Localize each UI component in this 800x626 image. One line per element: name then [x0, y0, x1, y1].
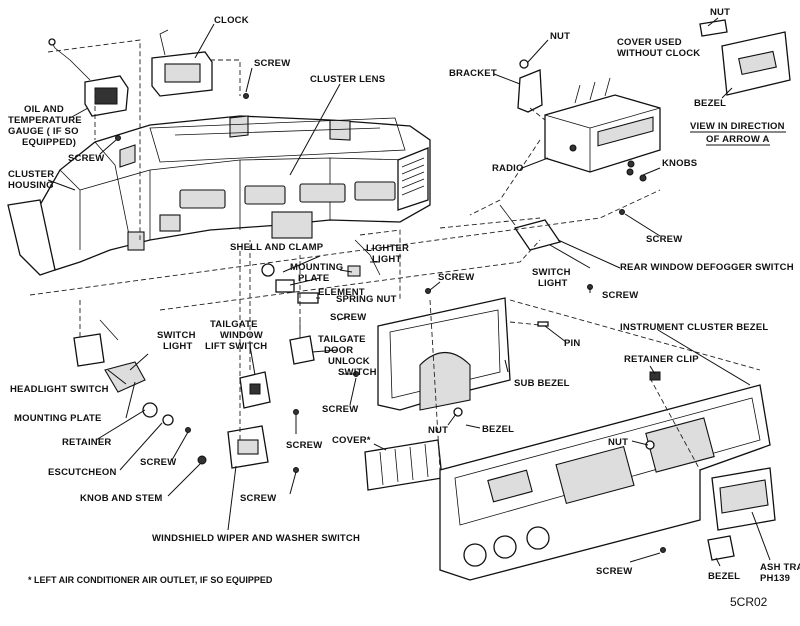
label-tailgate-window-1: TAILGATE — [210, 319, 258, 330]
label-tailgate-door-1: TAILGATE — [318, 334, 366, 345]
label-screw-housing: SCREW — [68, 153, 104, 164]
label-nut-subbezel: NUT — [428, 425, 448, 436]
label-screw-spring: SCREW — [330, 312, 366, 323]
label-cluster-housing-1: CLUSTER — [8, 169, 54, 180]
label-pin: PIN — [564, 338, 580, 349]
label-bezel-bottom: BEZEL — [708, 571, 740, 582]
radio-part — [544, 77, 661, 173]
label-oil-temp-1: OIL AND — [24, 104, 64, 115]
figure-code: 5CR02 — [730, 595, 768, 609]
label-cluster-lens: CLUSTER LENS — [310, 74, 385, 85]
label-screw-window: SCREW — [286, 440, 322, 451]
label-tailgate-window-2: WINDOW — [220, 330, 263, 341]
tailgate-window-lift-switch-part — [239, 371, 271, 409]
label-sub-bezel: SUB BEZEL — [514, 378, 570, 389]
label-bezel-top: BEZEL — [694, 98, 726, 109]
lighter-assembly-part — [261, 239, 381, 304]
cluster-lens-part — [149, 117, 406, 163]
label-screw-lighter: SCREW — [438, 272, 474, 283]
label-screw-clock: SCREW — [254, 58, 290, 69]
label-oil-temp-4: EQUIPPED) — [22, 137, 76, 148]
label-ash-tray-2: PH139 — [760, 573, 790, 584]
headlight-switch-part — [73, 319, 207, 465]
leader-lines — [47, 17, 771, 567]
label-cover-clock-1: COVER USED — [617, 37, 682, 48]
rear-window-defogger-switch-part — [499, 204, 562, 251]
label-rear-defogger: REAR WINDOW DEFOGGER SWITCH — [620, 262, 794, 273]
label-screw-tailgate-door: SCREW — [322, 404, 358, 415]
label-spring-nut: SPRING NUT — [336, 294, 397, 305]
label-lighter-light-2: LIGHT — [372, 254, 402, 265]
label-cluster-housing-2: HOUSING — [8, 180, 54, 191]
label-view-arrow-2: OF ARROW A — [706, 134, 770, 145]
label-knob-stem: KNOB AND STEM — [80, 493, 162, 504]
label-lighter-light-1: LIGHTER — [366, 243, 409, 254]
label-element: ELEMENT — [318, 287, 365, 298]
air-outlet-cover-part — [364, 439, 443, 491]
alignment-lines — [29, 39, 761, 471]
cluster-housing-part — [7, 115, 431, 276]
label-retainer-clip: RETAINER CLIP — [624, 354, 699, 365]
label-clock: CLOCK — [214, 15, 249, 26]
oil-temperature-gauge-part — [48, 38, 129, 117]
label-ash-tray-1: ASH TRAY — [760, 562, 800, 573]
label-nut-cluster: NUT — [608, 437, 628, 448]
ash-tray-part — [711, 467, 776, 531]
label-switch-light-left-2: LIGHT — [163, 341, 193, 352]
label-shell-clamp: SHELL AND CLAMP — [230, 242, 324, 253]
label-screw-escutcheon: SCREW — [140, 457, 176, 468]
label-screw-bottom: SCREW — [596, 566, 632, 577]
label-oil-temp-2: TEMPERATURE — [8, 115, 82, 126]
ash-tray-bezel-part — [707, 535, 735, 561]
label-cover-star: COVER* — [332, 435, 371, 446]
bracket-part — [517, 69, 543, 113]
label-mounting-plate-lighter-2: PLATE — [298, 273, 329, 284]
label-instrument-cluster-bezel: INSTRUMENT CLUSTER BEZEL — [620, 322, 768, 333]
label-screw-wiper: SCREW — [240, 493, 276, 504]
label-mounting-plate: MOUNTING PLATE — [14, 413, 102, 424]
label-switch-light-left-1: SWITCH — [157, 330, 196, 341]
label-cover-clock-2: WITHOUT CLOCK — [617, 48, 700, 59]
label-mounting-plate-lighter-1: MOUNTING — [290, 262, 343, 273]
label-nut-top: NUT — [710, 7, 730, 18]
label-windshield-wiper: WINDSHIELD WIPER AND WASHER SWITCH — [152, 533, 360, 544]
sub-bezel-part — [377, 297, 511, 411]
clock-cover-part — [699, 19, 728, 37]
label-view-arrow-1: VIEW IN DIRECTION — [690, 121, 785, 132]
label-oil-temp-3: GAUGE ( IF SO — [8, 126, 79, 137]
label-headlight-switch: HEADLIGHT SWITCH — [10, 384, 109, 395]
label-retainer: RETAINER — [62, 437, 111, 448]
label-nut-bracket: NUT — [550, 31, 570, 42]
label-tailgate-door-2: DOOR — [324, 345, 353, 356]
label-tailgate-door-3: UNLOCK — [328, 356, 370, 367]
label-bracket: BRACKET — [449, 68, 497, 79]
label-escutcheon: ESCUTCHEON — [48, 467, 117, 478]
radio-bezel-part — [721, 31, 791, 96]
label-knobs: KNOBS — [662, 158, 697, 169]
label-bezel-center: BEZEL — [482, 424, 514, 435]
label-switch-light-defog-2: LIGHT — [538, 278, 568, 289]
tailgate-door-unlock-switch-part — [289, 320, 315, 365]
label-switch-light-defog-1: SWITCH — [532, 267, 571, 278]
label-radio: RADIO — [492, 163, 524, 174]
label-screw-defog: SCREW — [602, 290, 638, 301]
clock-part — [151, 29, 213, 97]
footnote: * LEFT AIR CONDITIONER AIR OUTLET, IF SO… — [28, 575, 273, 585]
fasteners — [115, 59, 666, 553]
instrument-cluster-bezel-part — [439, 384, 771, 581]
label-tailgate-window-3: LIFT SWITCH — [205, 341, 267, 352]
label-tailgate-door-4: SWITCH — [338, 367, 377, 378]
label-screw-radio: SCREW — [646, 234, 682, 245]
windshield-wiper-switch-part — [227, 425, 269, 469]
